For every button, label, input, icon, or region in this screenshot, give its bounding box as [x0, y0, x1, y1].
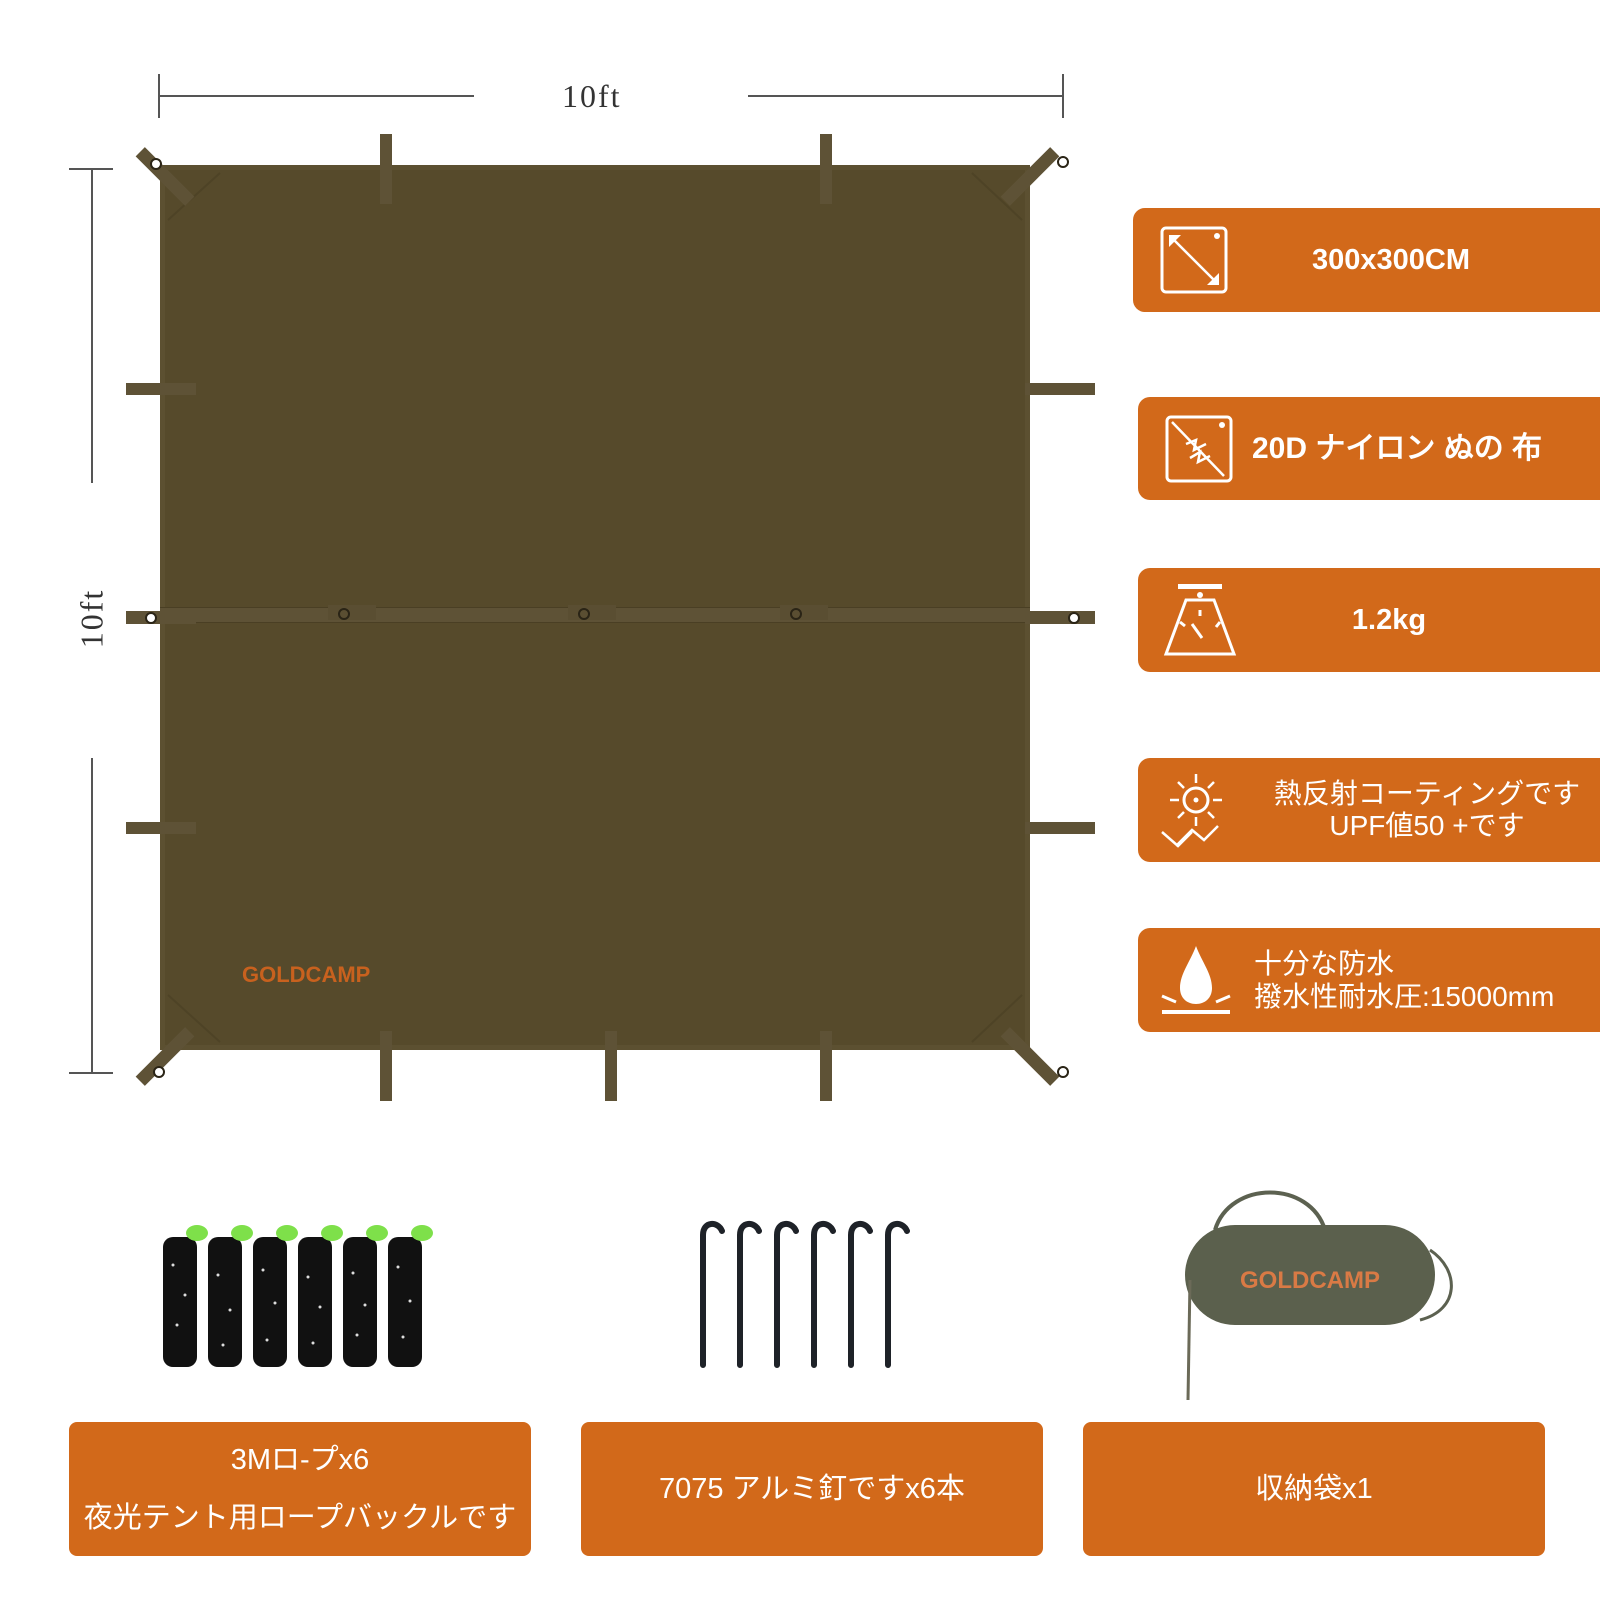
left-tieout: [126, 822, 196, 834]
feature-weight-card: 1.2kg: [1138, 568, 1600, 672]
height-dimension-label: 10ft: [73, 588, 110, 649]
rope-bundle-image: [163, 1225, 433, 1367]
feature-fabric-card: 20D ナイロン ぬの 布: [1138, 397, 1600, 500]
feature-weight-text: 1.2kg: [1351, 603, 1427, 636]
right-tieout: [1025, 611, 1095, 624]
storage-bag-image: GOLDCAMP: [1185, 1190, 1453, 1401]
bottom-tieout: [820, 1031, 832, 1101]
bottom-tieout: [380, 1031, 392, 1101]
feature-waterproof-text: 十分な防水 撥水性耐水圧:15000mm: [1236, 947, 1600, 1013]
feature-uv-line-2: UPF値50 +です: [1329, 810, 1525, 841]
accessory-bag-card: 収納袋x1: [1083, 1422, 1545, 1556]
fabric-tear-icon: [1165, 415, 1233, 482]
right-tieout: [1025, 822, 1095, 834]
rope-coil: [163, 1237, 422, 1367]
width-dimension-line-right: [748, 95, 1064, 97]
accessory-rope-line-1: 3Mロ-プx6: [230, 1444, 370, 1476]
weight-scale-icon: [1163, 584, 1237, 656]
accessory-bag-line-1: 収納袋x1: [1255, 1473, 1373, 1505]
height-dimension-tick-bottom: [69, 1072, 113, 1074]
feature-size-card: 300x300CM: [1133, 208, 1600, 312]
left-tieout: [126, 611, 196, 624]
accessory-rope-card: 3Mロ-プx6 夜光テント用ロープバックルです: [69, 1422, 531, 1556]
corner-grommet: [1057, 156, 1069, 168]
height-dimension-line-bottom: [91, 758, 93, 1074]
top-tieout: [820, 134, 832, 204]
left-tieout: [126, 383, 196, 395]
feature-waterproof-card: 十分な防水 撥水性耐水圧:15000mm: [1138, 928, 1600, 1032]
accessory-rope-line-2: 夜光テント用ロープバックルです: [83, 1502, 517, 1534]
height-dimension-line-top: [91, 168, 93, 483]
width-dimension-label: 10ft: [562, 78, 622, 114]
corner-grommet: [150, 158, 162, 170]
diagonal-size-icon: [1160, 226, 1228, 294]
corner-grommet: [1057, 1066, 1069, 1078]
feature-waterproof-line-1: 十分な防水: [1254, 948, 1395, 979]
corner-grommet: [153, 1066, 165, 1078]
width-dimension-line-left: [158, 95, 474, 97]
ridge-tab: [568, 605, 616, 620]
accessory-stakes-card: 7075 アルミ釘ですx6本: [581, 1422, 1043, 1556]
corner-tieout-bottom-right: [1000, 1027, 1060, 1086]
width-dimension-tick-right: [1062, 74, 1064, 118]
right-tieout: [1025, 383, 1095, 395]
feature-waterproof-line-2: 撥水性耐水圧:15000mm: [1254, 981, 1555, 1012]
tarp-brand-logo: GOLDCAMP: [242, 962, 371, 987]
top-tieout: [380, 134, 392, 204]
water-drop-icon: [1161, 946, 1231, 1014]
feature-size-text: 300x300CM: [1312, 243, 1470, 276]
ridge-grommet: [790, 608, 802, 620]
right-ridge-grommet: [1068, 612, 1080, 624]
left-ridge-grommet: [145, 612, 157, 624]
ridge-tab: [328, 605, 376, 620]
bottom-tieout: [605, 1031, 617, 1101]
feature-uv-text: 熱反射コーティングです UPF値50 +です: [1236, 778, 1600, 842]
feature-uv-card: 熱反射コーティングです UPF値50 +です: [1138, 758, 1600, 862]
tarp-diagram: [160, 165, 1030, 1050]
feature-fabric-text: 20D ナイロン ぬの 布: [1252, 432, 1543, 465]
accessory-stakes-line-1: 7075 アルミ釘ですx6本: [659, 1473, 965, 1505]
stakes-image: [700, 1221, 910, 1368]
feature-uv-line-1: 熱反射コーティングです: [1273, 778, 1581, 809]
sun-reflect-icon: [1161, 774, 1222, 848]
ridge-tab: [780, 605, 828, 620]
bag-brand-text: GOLDCAMP: [1240, 1267, 1380, 1294]
ridge-grommet: [578, 608, 590, 620]
ridge-grommet: [338, 608, 350, 620]
